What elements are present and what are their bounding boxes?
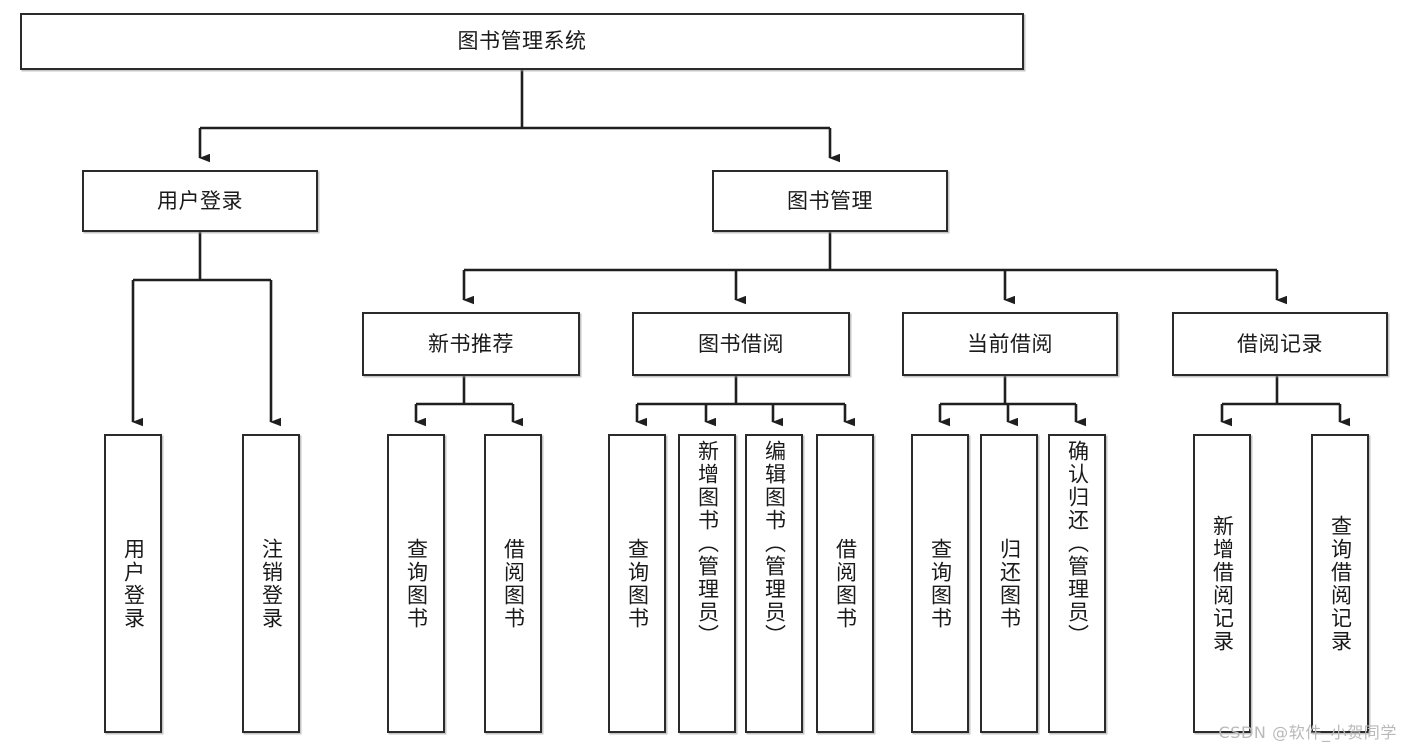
leaf-add-book-admin[interactable]: 新增图书（管理员） [678, 434, 736, 733]
leaf-edit-book-admin[interactable]: 编辑图书（管理员） [745, 434, 803, 733]
leaf-query-book-current[interactable]: 查询图书 [911, 434, 969, 733]
node-label: 归还图书 [997, 537, 1022, 630]
node-label: 注销登录 [259, 537, 284, 630]
leaf-borrow-book-recommend[interactable]: 借阅图书 [484, 434, 542, 733]
node-label: 借阅图书 [501, 537, 526, 630]
node-user-login[interactable]: 用户登录 [82, 170, 318, 232]
node-label: 借阅记录 [1237, 331, 1323, 356]
leaf-add-borrow-record[interactable]: 新增借阅记录 [1193, 434, 1251, 733]
leaf-user-login[interactable]: 用户登录 [104, 434, 162, 733]
node-label: 借阅图书 [833, 537, 858, 630]
node-label: 查询图书 [404, 537, 429, 630]
node-borrow-record[interactable]: 借阅记录 [1172, 312, 1388, 376]
leaf-query-book-borrow[interactable]: 查询图书 [608, 434, 666, 733]
leaf-return-book[interactable]: 归还图书 [980, 434, 1038, 733]
leaf-query-book-recommend[interactable]: 查询图书 [387, 434, 445, 733]
node-label: 图书借阅 [698, 331, 784, 356]
node-label: 查询图书 [625, 537, 650, 630]
node-label: 查询图书 [928, 537, 953, 630]
node-label: 当前借阅 [967, 331, 1053, 356]
node-book-management[interactable]: 图书管理 [712, 170, 948, 232]
node-label: 新增图书（管理员） [695, 440, 720, 647]
node-label: 编辑图书（管理员） [762, 440, 787, 647]
node-label: 新书推荐 [428, 331, 514, 356]
watermark-text: CSDN @软件_小贺同学 [1218, 723, 1397, 742]
node-label: 图书管理系统 [457, 29, 587, 54]
leaf-confirm-return-admin[interactable]: 确认归还（管理员） [1048, 434, 1106, 733]
node-label: 用户登录 [157, 188, 243, 213]
node-label: 确认归还（管理员） [1065, 440, 1090, 647]
leaf-borrow-book-borrow[interactable]: 借阅图书 [816, 434, 874, 733]
leaf-query-borrow-record[interactable]: 查询借阅记录 [1311, 434, 1369, 733]
node-label: 新增借阅记录 [1210, 514, 1235, 653]
node-current-borrow[interactable]: 当前借阅 [902, 312, 1118, 376]
node-book-borrow[interactable]: 图书借阅 [632, 312, 850, 376]
node-label: 用户登录 [121, 537, 146, 630]
node-new-book-recommend[interactable]: 新书推荐 [362, 312, 580, 376]
node-label: 查询借阅记录 [1328, 514, 1353, 653]
node-label: 图书管理 [787, 188, 873, 213]
node-root-book-management-system[interactable]: 图书管理系统 [20, 13, 1024, 70]
leaf-logout[interactable]: 注销登录 [242, 434, 300, 733]
